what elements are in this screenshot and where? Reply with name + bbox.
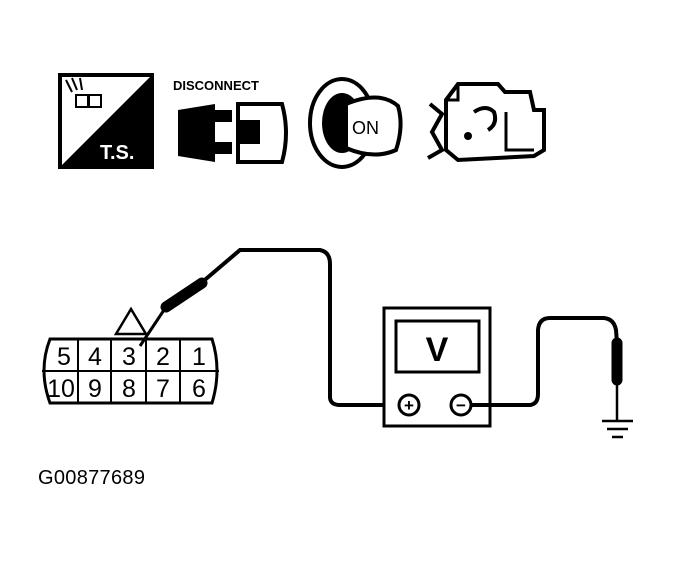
negative-terminal-label: − (456, 396, 466, 415)
voltmeter-display (394, 319, 481, 374)
pin-4: 4 (88, 343, 102, 371)
pin-7: 7 (156, 375, 170, 403)
connector-lock-tab (113, 306, 149, 336)
pin-5: 5 (57, 343, 71, 371)
voltmeter: V + − (382, 306, 492, 428)
troubleshooting-icon: T.S. (58, 73, 154, 169)
pin-3: 3 (122, 343, 136, 371)
harness-connector: 5 4 3 2 1 10 9 8 7 6 (42, 306, 219, 405)
ignition-on-label: ON (352, 118, 379, 138)
ground-symbol (602, 419, 633, 439)
pin-1: 1 (192, 343, 206, 371)
voltmeter-unit-label: V (426, 331, 449, 369)
pin-2: 2 (156, 343, 170, 371)
engine-icon (427, 82, 546, 163)
disconnect-icon: DISCONNECT (173, 78, 288, 164)
positive-probe-handle (160, 277, 208, 313)
disconnect-label: DISCONNECT (173, 78, 259, 93)
positive-terminal (397, 393, 421, 417)
positive-terminal-label: + (404, 396, 414, 415)
negative-test-lead (471, 316, 623, 420)
ignition-key-icon: ON (308, 77, 403, 169)
figure-code: G00877689 (38, 467, 146, 489)
pin-6: 6 (192, 375, 206, 403)
positive-test-lead (138, 248, 390, 407)
pin-8: 8 (122, 375, 136, 403)
ts-label: T.S. (100, 142, 134, 164)
pin-9: 9 (88, 375, 102, 403)
pin-10: 10 (47, 375, 75, 403)
